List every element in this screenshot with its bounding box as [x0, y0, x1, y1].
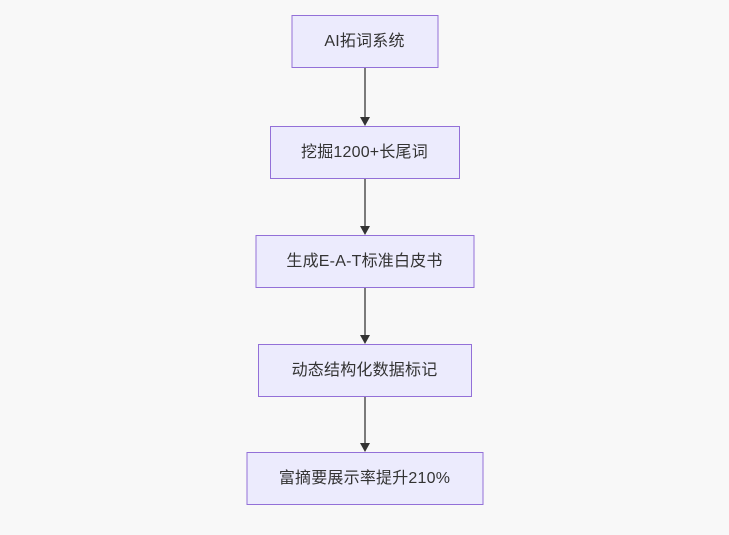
flowchart-edge-n0-n1	[358, 68, 372, 126]
node-label: 生成E-A-T标准白皮书	[286, 252, 443, 270]
flowchart-edge-n1-n2	[358, 179, 372, 235]
flowchart-node-ai-keyword-system[interactable]: AI拓词系统	[291, 15, 438, 68]
edge-line	[363, 397, 366, 443]
node-label: AI拓词系统	[324, 32, 405, 50]
arrow-down-icon	[359, 117, 370, 126]
edge-line	[363, 288, 366, 335]
flowchart-node-generate-eat-whitepaper[interactable]: 生成E-A-T标准白皮书	[255, 235, 474, 288]
arrow-down-icon	[359, 443, 370, 452]
flowchart-node-mine-longtail-keywords[interactable]: 挖掘1200+长尾词	[269, 126, 460, 179]
node-label: 动态结构化数据标记	[291, 361, 438, 379]
flowchart-node-rich-snippet-impression-lift[interactable]: 富摘要展示率提升210%	[246, 452, 483, 505]
edge-line	[363, 68, 366, 117]
node-label: 挖掘1200+长尾词	[301, 143, 428, 161]
node-label: 富摘要展示率提升210%	[278, 469, 451, 487]
flowchart-node-dynamic-structured-data-markup[interactable]: 动态结构化数据标记	[257, 344, 472, 397]
flowchart-edge-n2-n3	[358, 288, 372, 344]
edge-line	[363, 179, 366, 226]
arrow-down-icon	[359, 226, 370, 235]
flowchart-edge-n3-n4	[358, 397, 372, 452]
arrow-down-icon	[359, 335, 370, 344]
